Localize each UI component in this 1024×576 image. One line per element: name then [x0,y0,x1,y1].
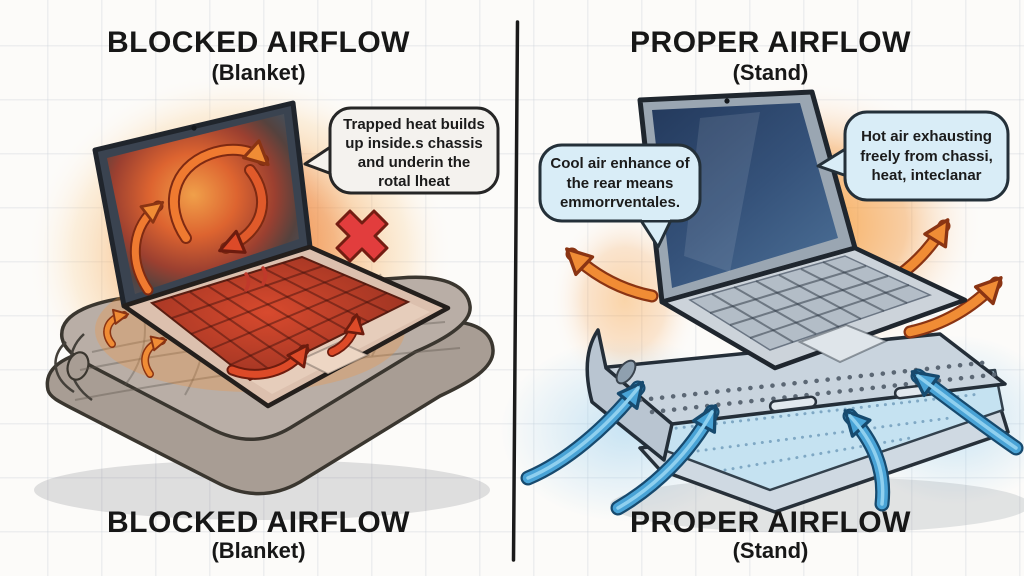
trackpad [797,323,889,364]
hot-air-bubble [816,110,1010,202]
blocked-airflow-scene [25,70,500,520]
panel-divider [511,20,520,562]
bubble-tail [303,144,333,176]
bubble-line: freely from chassi, [860,147,993,165]
left-top-title: BLOCKED AIRFLOW [106,26,411,59]
right-top-subtitle: (Stand) [732,60,809,85]
bubble-tail [638,217,674,249]
keyboard-hot [149,255,411,382]
blocked-x-icon [335,209,389,263]
bubble-line: Trapped heat builds [343,116,485,133]
bubble-line: Hot air exhausting [861,128,992,145]
bubble-line: Cool air enhance of [550,155,690,172]
trapped-heat-bubble [303,106,500,195]
left-bottom-title: BLOCKED AIRFLOW [106,506,411,539]
vent-hole-dots [637,359,1003,415]
left-top-subtitle: (Blanket) [211,60,306,85]
webcam-dot [191,125,197,131]
trackpad [297,340,371,376]
bubble-line: the rear means [566,174,674,192]
bubble-line: up inside.s chassis [345,135,483,152]
bubble-line: heat, inteclanar [871,167,982,184]
trapped-heat-arrows-icon [103,266,365,380]
cool-air-intake-arrows-icon [520,368,1024,516]
cool-air-bubble-text: Cool air enhance of the rear means emmor… [540,154,700,213]
trapped-heat-bubble-text: Trapped heat builds up inside.s chassis … [330,115,498,191]
hot-air-bubble-text: Hot air exhausting freely from chassi, h… [845,127,1008,186]
webcam-dot [724,98,730,104]
keyboard [688,255,933,351]
bubble-line: and underin the [357,154,471,171]
laptop-screen [652,103,838,288]
bubble-line: rotal lheat [378,173,450,190]
mesh-dots [658,392,982,472]
proper-airflow-scene [500,80,1024,533]
right-bottom-title: PROPER AIRFLOW [630,506,911,539]
right-bottom-subtitle: (Stand) [732,538,809,563]
keyboard-keys [709,261,910,343]
retaining-tab [768,395,818,413]
bubble-line: emmorrventales. [559,194,681,211]
keyboard-keys [170,262,389,371]
cooled-laptop [637,89,968,371]
cool-air-bubble [538,143,702,249]
circulating-heat-arrows-icon [129,139,270,296]
left-bottom-subtitle: (Blanket) [211,538,306,563]
right-top-title: PROPER AIRFLOW [630,26,911,59]
screen-sheen [684,112,760,272]
bubble-tail [816,146,848,178]
laptop-stand [585,328,1010,514]
